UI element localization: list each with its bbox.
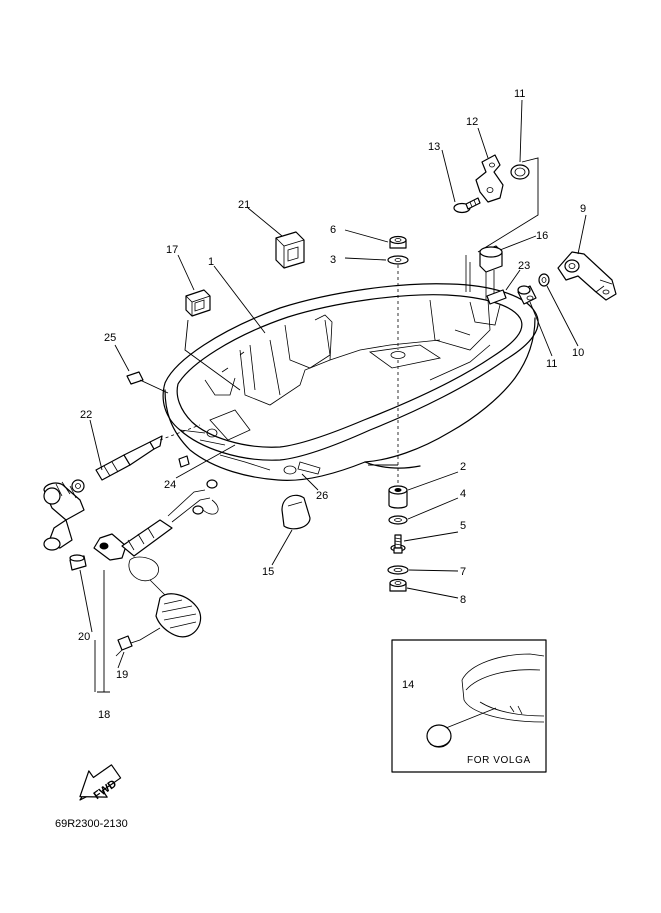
rubber-block-part-21 [275, 231, 305, 269]
grommet-part-11-upper [510, 164, 530, 180]
label-11-top: 11 [514, 88, 525, 100]
label-4: 4 [460, 488, 466, 500]
label-25: 25 [104, 332, 116, 344]
washer-part-10 [538, 273, 550, 287]
plug-part-14 [426, 724, 452, 748]
label-10: 10 [572, 347, 584, 359]
cable-path-dash [159, 424, 201, 441]
choke-knob-part-20 [43, 479, 85, 551]
lanyard-part-19 [115, 556, 202, 657]
grommet-part-11-lower [517, 285, 537, 305]
washer-part-4 [388, 515, 408, 525]
label-22: 22 [80, 409, 92, 421]
grommet-part-22 [95, 435, 163, 481]
drawing-code: 69R2300-2130 [55, 818, 128, 830]
label-2: 2 [460, 461, 466, 473]
bottom-cowling [162, 283, 539, 481]
grommet-part-2 [388, 485, 408, 509]
label-16: 16 [536, 230, 548, 242]
label-17: 17 [166, 244, 178, 256]
label-3: 3 [330, 254, 336, 266]
plate-part-24 [178, 455, 190, 468]
label-1: 1 [208, 256, 214, 268]
bracket-part-12 [475, 154, 504, 203]
fwd-arrow: FWD [79, 764, 122, 802]
stop-switch-part-18 [93, 479, 219, 561]
cable-guide [465, 255, 471, 292]
label-26: 26 [316, 490, 328, 502]
label-18: 18 [98, 709, 110, 721]
nut-part-6 [389, 235, 407, 249]
inset-frame [391, 639, 547, 773]
screw-part-13 [453, 197, 481, 214]
nut-part-8 [389, 578, 407, 592]
label-21: 21 [238, 199, 250, 211]
clip-part-17 [185, 289, 211, 317]
label-13: 13 [428, 141, 440, 153]
label-11-bottom: 11 [546, 358, 557, 370]
label-12: 12 [466, 116, 478, 128]
bolt-part-5 [390, 534, 406, 554]
label-9: 9 [580, 203, 586, 215]
part-number-labels: 1 2 3 4 5 6 7 8 9 10 11 11 12 13 14 15 1… [78, 88, 586, 721]
cap-part-15 [281, 494, 311, 530]
label-8: 8 [460, 594, 466, 606]
label-5: 5 [460, 520, 466, 532]
inset-caption: FOR VOLGA [467, 755, 531, 766]
holder-part-16 [479, 245, 503, 300]
label-part-25 [126, 371, 144, 385]
label-24: 24 [164, 479, 176, 491]
inset-for-volga: FOR VOLGA [391, 639, 547, 773]
lever-part-9 [557, 251, 617, 301]
plate-part-23 [486, 289, 507, 305]
label-6: 6 [330, 224, 336, 236]
label-20: 20 [78, 631, 90, 643]
leader-lines [79, 99, 587, 693]
label-19: 19 [116, 669, 128, 681]
cap-part-20 [69, 554, 87, 571]
washer-part-3 [387, 255, 409, 265]
label-23: 23 [518, 260, 530, 272]
washer-part-7 [387, 565, 409, 575]
label-15: 15 [262, 566, 274, 578]
label-7: 7 [460, 566, 466, 578]
label-14: 14 [402, 679, 414, 691]
